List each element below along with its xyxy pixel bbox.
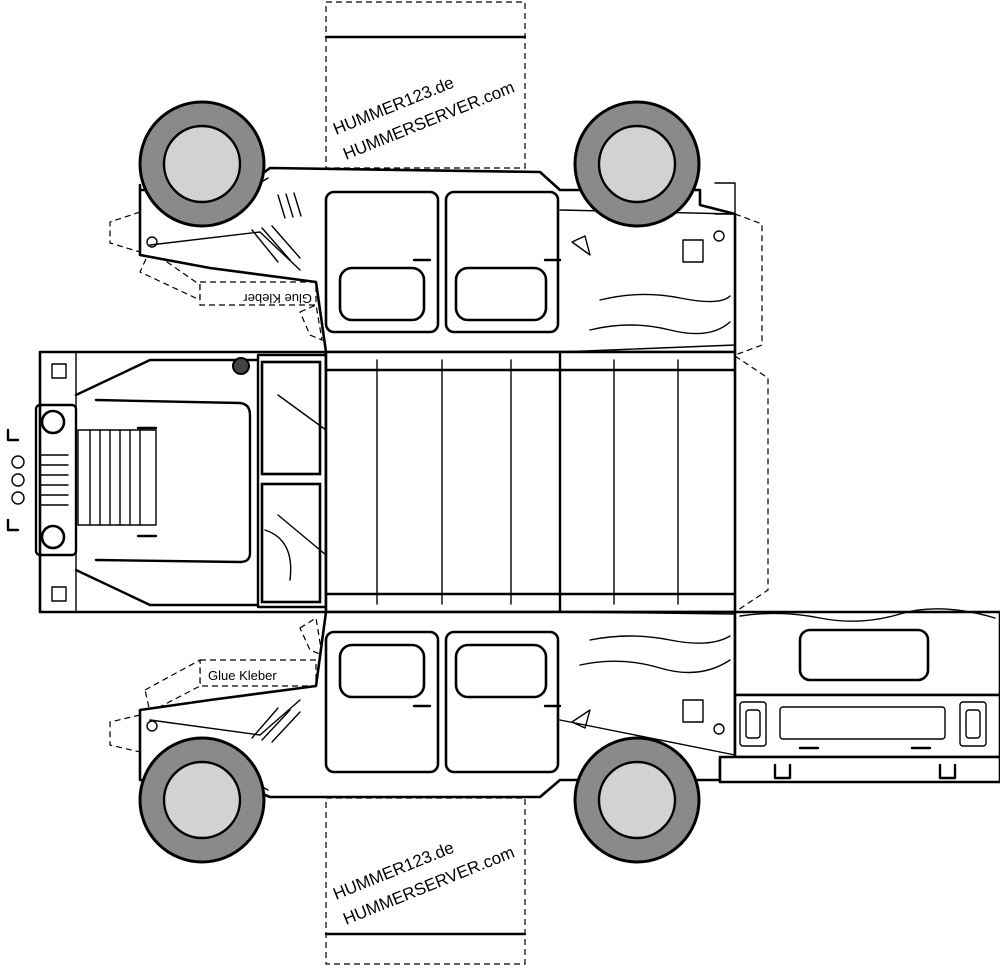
bottom-panel-bolt-icon [146, 720, 158, 732]
top-panel-bolt-icon [146, 236, 158, 248]
top-panel-front-window [338, 266, 426, 322]
rear-canvas-window [798, 628, 930, 682]
tail-light-right-icon [965, 709, 981, 739]
headlight-left-icon [40, 409, 66, 435]
tail-light-left-icon [745, 709, 761, 739]
side-panel-bottom [138, 610, 737, 864]
top-glue-tab: HUMMER123.de HUMMERSERVER.com [324, 1, 527, 169]
tailgate [733, 693, 1000, 759]
top-panel-rear-window [454, 266, 548, 322]
rear-bumper [718, 755, 1000, 784]
headlight-right-icon [40, 524, 66, 550]
tow-hook-right-icon [938, 763, 957, 780]
rear-panel [718, 608, 1000, 784]
bottom-panel-front-window [338, 643, 426, 699]
roof-hood-strip [6, 350, 737, 614]
tow-hook-left-icon [773, 763, 792, 780]
roof-panel [324, 350, 737, 614]
glue-label-bottom: Glue Kleber [208, 668, 277, 683]
side-panel-top [138, 100, 737, 354]
grille [34, 403, 78, 557]
glue-label-top: Glue Kleber [243, 291, 312, 306]
hood-mount-icon [232, 357, 250, 375]
bottom-glue-tab: HUMMER123.de HUMMERSERVER.com [324, 797, 527, 965]
bottom-panel-rear-window [454, 643, 548, 699]
